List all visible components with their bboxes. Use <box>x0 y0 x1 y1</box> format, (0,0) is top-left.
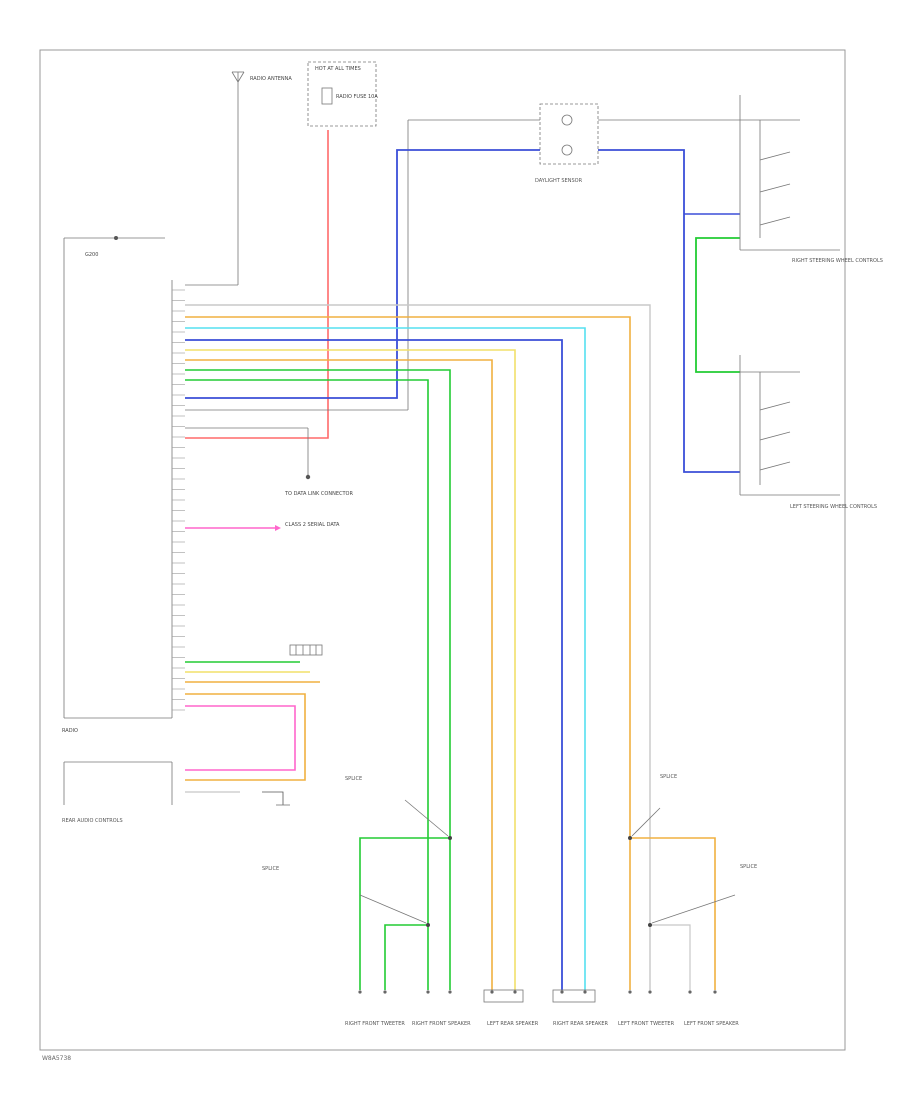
diagram-frame <box>39 49 846 1051</box>
radio-pins <box>172 289 185 711</box>
class2-arrow-icon <box>275 525 281 531</box>
speaker-terminal <box>383 990 387 994</box>
fuse-block-label: HOT AT ALL TIMES <box>315 66 361 72</box>
rear-audio-label: REAR AUDIO CONTROLS <box>62 818 123 824</box>
splice-left-1-label: SPLICE <box>345 776 362 782</box>
blue-wire-radio-sensor <box>185 149 540 399</box>
speaker-3-label: LEFT REAR SPEAKER <box>487 1021 539 1027</box>
green-wire-1 <box>185 369 451 990</box>
orange-wire-2 <box>185 359 493 990</box>
antenna-label: RADIO ANTENNA <box>250 76 292 82</box>
speaker-2-label: RIGHT FRONT SPEAKER <box>412 1021 471 1027</box>
splice-right-2-label: SPLICE <box>740 864 757 870</box>
antenna-group: RADIO ANTENNA <box>185 71 292 286</box>
speaker-4-label: RIGHT REAR SPEAKER <box>553 1021 609 1027</box>
fuse-label: RADIO FUSE 10A <box>336 94 378 100</box>
speaker-terminal <box>426 990 430 994</box>
rear-wire-orange-loop <box>185 693 306 781</box>
blue-wire-steering <box>598 149 740 473</box>
orange-branch <box>630 837 716 990</box>
rs-switch-1 <box>759 151 791 161</box>
speaker-terminal <box>358 990 362 994</box>
splice-dot-1 <box>448 836 452 840</box>
fuse-block-box <box>307 61 377 127</box>
ls-switch-3 <box>759 461 791 471</box>
ls-switch-1 <box>759 401 791 411</box>
rear-ground-wire <box>262 791 284 805</box>
green-branch-2 <box>384 924 428 990</box>
green-wire-steering <box>695 237 740 373</box>
right-steering-controls: RIGHT STEERING WHEEL CONTROLS <box>739 95 883 264</box>
gray-branch <box>650 924 691 990</box>
class2-label: CLASS 2 SERIAL DATA <box>285 522 340 528</box>
ground-label: G200 <box>85 252 98 258</box>
power-wire-red <box>185 130 329 439</box>
splice-dot-3 <box>628 836 632 840</box>
green-wire-2 <box>185 379 429 990</box>
splice-left-2-label: SPLICE <box>262 866 279 872</box>
daylight-sensor-label: DAYLIGHT SENSOR <box>535 178 583 184</box>
cyan-wire <box>185 327 586 990</box>
rs-switch-2 <box>759 183 791 193</box>
speaker-terminal <box>448 990 452 994</box>
daylight-sensor-box <box>539 103 599 165</box>
ground-dot <box>114 236 118 240</box>
gray-wire-bundle <box>185 304 651 990</box>
rs-switch-3 <box>759 216 791 226</box>
splice-dot-4 <box>648 923 652 927</box>
splice-right-1-label: SPLICE <box>660 774 677 780</box>
green-branch-1 <box>359 837 450 990</box>
splice-dot-2 <box>426 923 430 927</box>
speaker-1-label: RIGHT FRONT TWEETER <box>345 1021 405 1027</box>
antenna-right-leg <box>237 71 245 83</box>
radio-group: G200 RADIO <box>62 236 173 734</box>
leader-1 <box>404 799 449 837</box>
left-steering-label: LEFT STEERING WHEEL CONTROLS <box>790 504 877 510</box>
speaker-6-label: LEFT FRONT SPEAKER <box>684 1021 739 1027</box>
right-steering-label: RIGHT STEERING WHEEL CONTROLS <box>792 258 883 264</box>
data-link-dot <box>305 474 311 480</box>
leader-2 <box>359 894 427 924</box>
speaker-terminal <box>628 990 632 994</box>
speaker-terminal <box>490 990 494 994</box>
speaker-row <box>358 989 717 1003</box>
speaker-icon <box>483 989 524 1003</box>
rear-connector-icon <box>289 644 323 656</box>
speaker-terminal <box>688 990 692 994</box>
diagram-code: W8A5738 <box>42 1055 71 1062</box>
speaker-terminal <box>583 990 587 994</box>
rear-wire-pink-loop <box>185 705 296 771</box>
speaker-5-label: LEFT FRONT TWEETER <box>618 1021 675 1027</box>
speaker-terminal <box>560 990 564 994</box>
rear-audio-connector <box>289 644 323 656</box>
blue-wire-speaker <box>185 339 563 990</box>
orange-wire-1 <box>185 316 631 990</box>
speaker-icon <box>552 989 596 1003</box>
sensor-top-icon <box>561 114 573 126</box>
antenna-left-leg <box>231 71 239 83</box>
sensor-bottom-icon <box>561 144 573 156</box>
fuse-icon <box>321 87 333 105</box>
ls-switch-2 <box>759 431 791 441</box>
speaker-terminal <box>713 990 717 994</box>
daylight-sensor-group: DAYLIGHT SENSOR <box>535 103 599 184</box>
speaker-terminal <box>513 990 517 994</box>
radio-label: RADIO <box>62 728 78 734</box>
leader-4 <box>651 894 736 924</box>
left-steering-controls: LEFT STEERING WHEEL CONTROLS <box>739 355 877 510</box>
fuse-block-group: HOT AT ALL TIMES RADIO FUSE 10A <box>307 61 378 127</box>
rear-audio-group: REAR AUDIO CONTROLS <box>62 761 290 824</box>
speaker-terminal <box>648 990 652 994</box>
leader-3 <box>631 807 661 837</box>
data-link-label: TO DATA LINK CONNECTOR <box>284 491 353 497</box>
yellow-wire <box>185 349 516 990</box>
